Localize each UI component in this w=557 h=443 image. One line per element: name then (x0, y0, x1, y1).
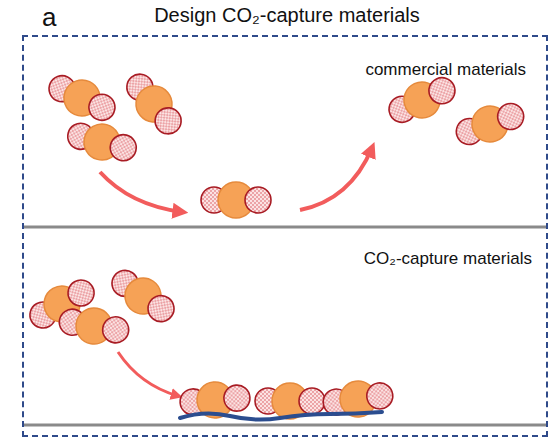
surface-line (23, 226, 547, 229)
arrow (300, 148, 372, 210)
surface-line (23, 424, 547, 427)
panel-letter: a (42, 2, 56, 33)
co2-molecule (118, 66, 191, 143)
outer-frame: Design CO₂-capture materialscommercial m… (22, 35, 548, 437)
arrow (100, 172, 182, 212)
panel-label: commercial materials (365, 60, 526, 80)
co2-molecule (43, 67, 122, 129)
co2-molecule (64, 116, 141, 169)
arrow (118, 352, 178, 396)
panel-label: CO₂-capture materials (364, 249, 532, 269)
panel: commercial materials (24, 37, 546, 229)
capture-layer (180, 412, 382, 420)
panel: CO₂-capture materials (24, 229, 546, 435)
co2-molecule (451, 95, 529, 153)
co2-molecule (56, 302, 131, 350)
co2-molecule (201, 182, 271, 218)
figure-title: Design CO₂-capture materials (24, 4, 550, 27)
